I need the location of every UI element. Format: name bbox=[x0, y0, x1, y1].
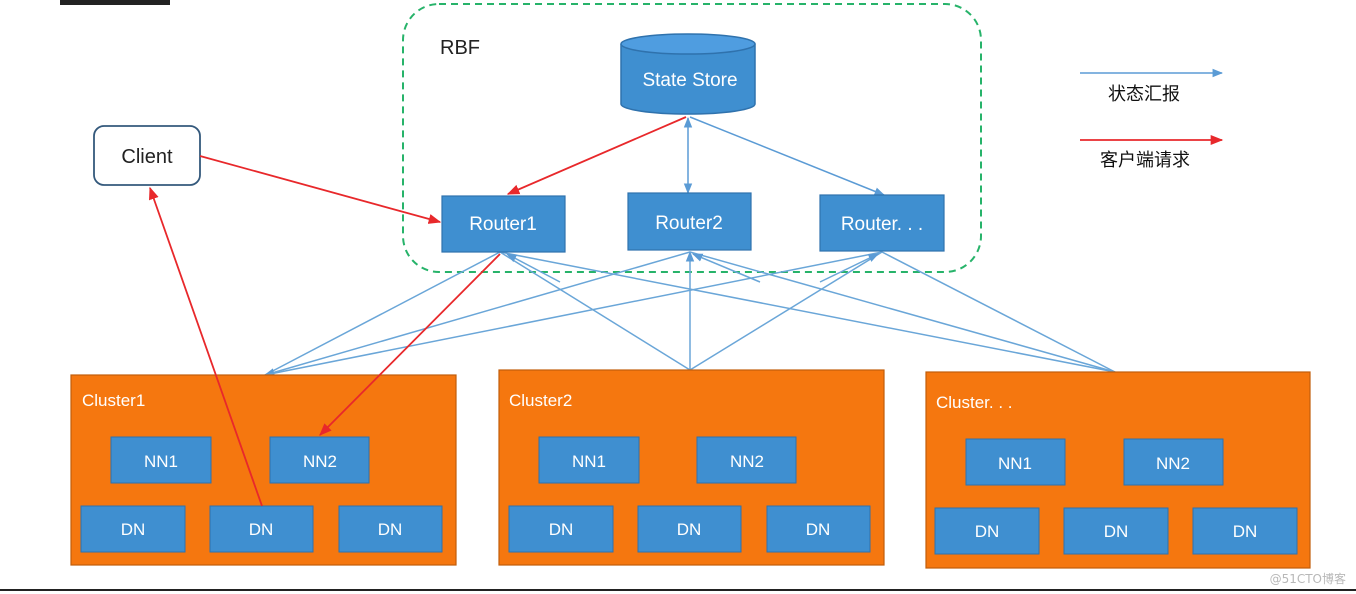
status-report-lines bbox=[263, 250, 1116, 377]
cluster-2-dn2 bbox=[637, 505, 742, 553]
router-more: Router. . . bbox=[819, 194, 945, 252]
arrow-client-to-router1 bbox=[199, 155, 442, 224]
router-1-label: Router1 bbox=[469, 214, 537, 235]
cluster-1-dn3-label: DN bbox=[378, 520, 403, 539]
cluster-2: Cluster2 NN1 NN2 DN DN DN bbox=[498, 369, 885, 566]
cluster-1: Cluster1 NN1 NN2 DN DN DN bbox=[70, 374, 457, 566]
cluster-1-label: Cluster1 bbox=[82, 391, 145, 410]
cluster-1-dn2-label: DN bbox=[249, 520, 274, 539]
cluster-2-dn1-label: DN bbox=[549, 520, 574, 539]
cluster-2-dn3 bbox=[766, 505, 871, 553]
state-store-label: State Store bbox=[642, 70, 737, 91]
legend-status-report-label: 状态汇报 bbox=[1108, 84, 1180, 105]
cluster-more-nn2 bbox=[1123, 438, 1224, 486]
cluster-2-nn1 bbox=[538, 436, 640, 484]
legend-client-request-label: 客户端请求 bbox=[1100, 150, 1190, 171]
router-1: Router1 bbox=[441, 195, 566, 253]
arrow-statestore-to-router1 bbox=[506, 116, 687, 195]
cluster-2-nn1-label: NN1 bbox=[572, 452, 606, 471]
cluster-1-nn2 bbox=[269, 436, 370, 484]
cluster-2-dn1 bbox=[508, 505, 614, 553]
cluster-more-dn3 bbox=[1192, 507, 1298, 555]
top-edge-artifact bbox=[60, 0, 170, 5]
cluster-more-dn1-label: DN bbox=[975, 522, 1000, 541]
cluster-1-nn1-label: NN1 bbox=[144, 452, 178, 471]
arrow-dn-to-client bbox=[149, 186, 263, 507]
cluster-more-dn2-label: DN bbox=[1104, 522, 1129, 541]
cluster-more-dn3-label: DN bbox=[1233, 522, 1258, 541]
cluster-more: Cluster. . . NN1 NN2 DN DN DN bbox=[925, 371, 1311, 569]
cluster-2-dn3-label: DN bbox=[806, 520, 831, 539]
cluster-2-label: Cluster2 bbox=[509, 391, 572, 410]
cluster-1-dn2 bbox=[209, 505, 314, 553]
arrow-router1-to-nn2 bbox=[319, 253, 501, 436]
cluster-1-dn3 bbox=[338, 505, 443, 553]
router-2: Router2 bbox=[627, 192, 752, 251]
state-store-links bbox=[683, 116, 885, 196]
cluster-1-nn2-label: NN2 bbox=[303, 452, 337, 471]
state-store: State Store bbox=[620, 33, 756, 115]
cluster-2-dn2-label: DN bbox=[677, 520, 702, 539]
client-box bbox=[93, 125, 201, 186]
cluster-more-nn2-label: NN2 bbox=[1156, 454, 1190, 473]
cluster-1-dn1 bbox=[80, 505, 186, 553]
bottom-border bbox=[0, 589, 1356, 591]
cluster-more-label: Cluster. . . bbox=[936, 393, 1013, 412]
cluster-more-nn1 bbox=[965, 438, 1066, 486]
cluster-more-dn1 bbox=[934, 507, 1040, 555]
client-label: Client bbox=[121, 146, 173, 168]
router-2-label: Router2 bbox=[655, 213, 723, 234]
cluster-2-nn2 bbox=[696, 436, 797, 484]
cluster-more-nn1-label: NN1 bbox=[998, 454, 1032, 473]
watermark: @51CTO博客 bbox=[1270, 571, 1346, 586]
router-more-label: Router. . . bbox=[841, 214, 923, 235]
cluster-1-dn1-label: DN bbox=[121, 520, 146, 539]
client-request-arrows bbox=[149, 116, 687, 507]
rbf-label: RBF bbox=[440, 37, 480, 59]
legend: 状态汇报 客户端请求 bbox=[1080, 68, 1224, 171]
cluster-2-nn2-label: NN2 bbox=[730, 452, 764, 471]
cluster-more-dn2 bbox=[1063, 507, 1169, 555]
cluster-1-nn1 bbox=[110, 436, 212, 484]
rbf-region bbox=[402, 3, 982, 273]
